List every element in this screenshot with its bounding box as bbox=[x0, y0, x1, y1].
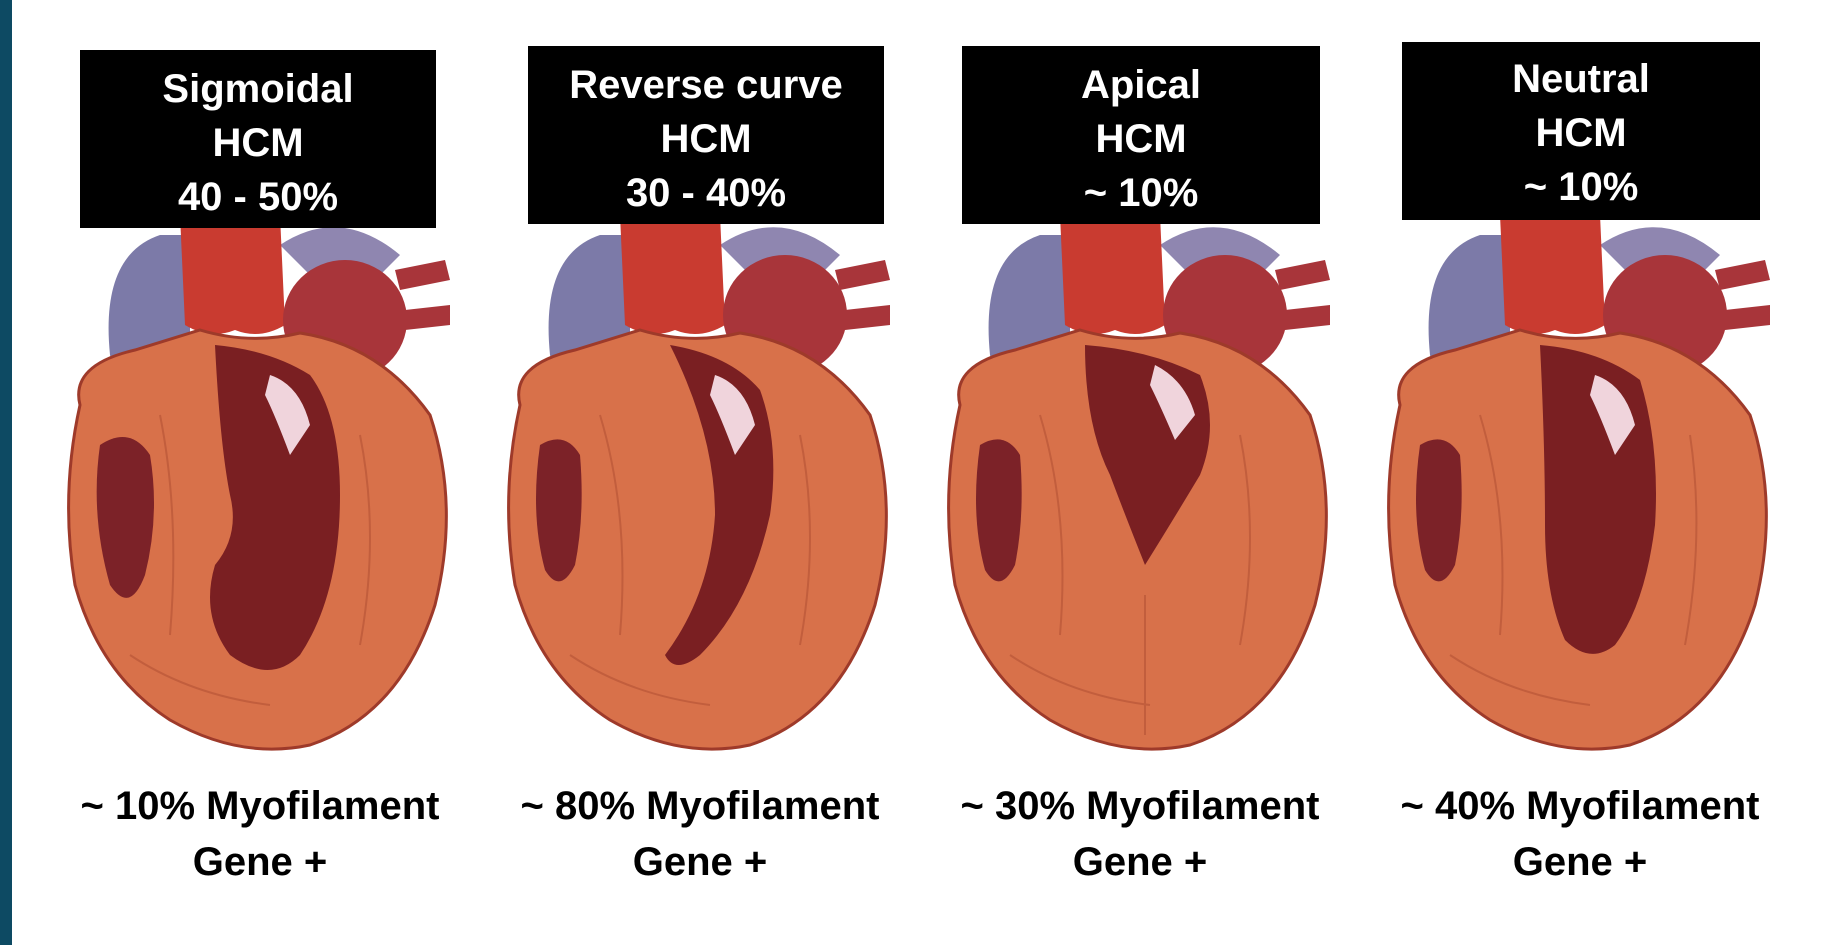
aorta-shape bbox=[180, 215, 285, 334]
title-line2: HCM bbox=[80, 116, 436, 170]
caption-apical: ~ 30% Myofilament Gene + bbox=[920, 778, 1360, 890]
caption-line2: Gene + bbox=[920, 834, 1360, 890]
title-line1: Sigmoidal bbox=[80, 62, 436, 116]
caption-neutral: ~ 40% Myofilament Gene + bbox=[1360, 778, 1800, 890]
heart-cross-section-sigmoidal-icon bbox=[40, 215, 480, 755]
title-line1: Reverse curve bbox=[528, 58, 884, 112]
aorta-shape bbox=[1060, 215, 1165, 334]
panel-apical: Apical HCM ~ 10% ~ 30% Myofilament Gene … bbox=[920, 0, 1360, 945]
prevalence: 40 - 50% bbox=[80, 170, 436, 224]
caption-reverse-curve: ~ 80% Myofilament Gene + bbox=[480, 778, 920, 890]
title-line2: HCM bbox=[528, 112, 884, 166]
title-line2: HCM bbox=[1402, 106, 1760, 160]
caption-line1: ~ 80% Myofilament bbox=[480, 778, 920, 834]
aorta-shape bbox=[620, 215, 725, 334]
right-ventricle-cavity bbox=[536, 439, 582, 581]
panel-neutral: Neutral HCM ~ 10% ~ 40% Myofilament Gene… bbox=[1360, 0, 1800, 945]
heart-cross-section-apical-icon bbox=[920, 215, 1360, 755]
slide-canvas: Sigmoidal HCM 40 - 50% ~ 10% Myofilament bbox=[12, 0, 1824, 945]
title-line1: Apical bbox=[962, 58, 1320, 112]
heart-cross-section-reverse-curve-icon bbox=[480, 215, 920, 755]
panel-reverse-curve: Reverse curve HCM 30 - 40% ~ 80% Myofila… bbox=[480, 0, 920, 945]
caption-line1: ~ 40% Myofilament bbox=[1360, 778, 1800, 834]
caption-line2: Gene + bbox=[480, 834, 920, 890]
right-ventricle-cavity bbox=[1416, 439, 1462, 581]
prevalence: ~ 10% bbox=[962, 166, 1320, 220]
prevalence: ~ 10% bbox=[1402, 160, 1760, 214]
right-ventricle-cavity bbox=[976, 439, 1022, 581]
caption-line1: ~ 30% Myofilament bbox=[920, 778, 1360, 834]
label-box-sigmoidal: Sigmoidal HCM 40 - 50% bbox=[80, 50, 436, 228]
label-box-reverse-curve: Reverse curve HCM 30 - 40% bbox=[528, 46, 884, 224]
caption-line2: Gene + bbox=[40, 834, 480, 890]
title-line1: Neutral bbox=[1402, 52, 1760, 106]
caption-sigmoidal: ~ 10% Myofilament Gene + bbox=[40, 778, 480, 890]
title-line2: HCM bbox=[962, 112, 1320, 166]
panel-sigmoidal: Sigmoidal HCM 40 - 50% ~ 10% Myofilament bbox=[40, 0, 480, 945]
prevalence: 30 - 40% bbox=[528, 166, 884, 220]
label-box-neutral: Neutral HCM ~ 10% bbox=[1402, 42, 1760, 220]
caption-line2: Gene + bbox=[1360, 834, 1800, 890]
aorta-shape bbox=[1500, 215, 1605, 334]
heart-cross-section-neutral-icon bbox=[1360, 215, 1800, 755]
label-box-apical: Apical HCM ~ 10% bbox=[962, 46, 1320, 224]
caption-line1: ~ 10% Myofilament bbox=[40, 778, 480, 834]
